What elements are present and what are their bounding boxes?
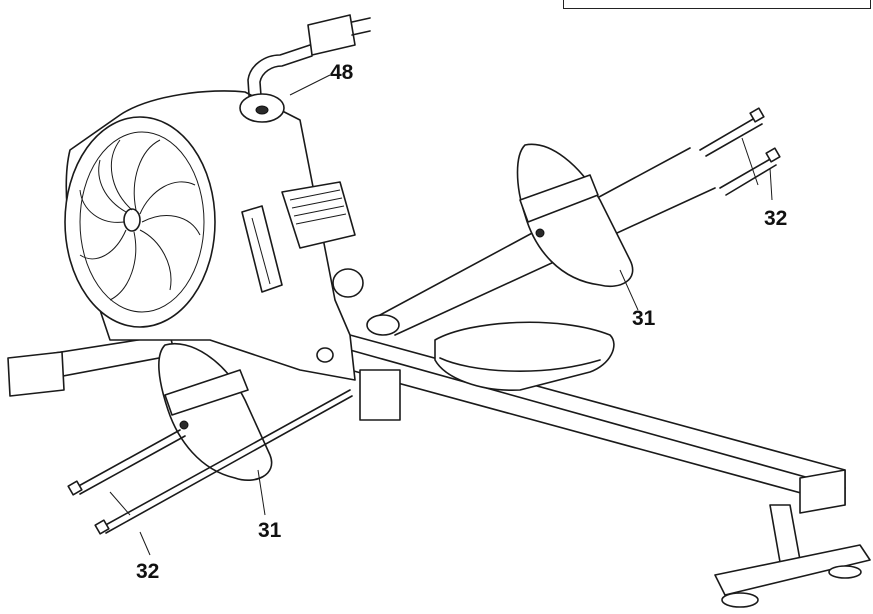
front-stabilizer (7, 334, 176, 397)
seat (359, 314, 615, 421)
footplate-left (158, 343, 273, 482)
callout-32-right: 32 (764, 207, 788, 230)
fan-housing (64, 90, 356, 381)
callout-48: 48 (330, 61, 354, 84)
console-panel (241, 181, 364, 363)
top-frame-box (563, 0, 871, 9)
footplate-right (516, 143, 634, 287)
pedal-axle-left (67, 389, 353, 556)
handle-bracket (239, 14, 371, 123)
leader-lines (257, 74, 639, 516)
fan-blades (79, 139, 201, 301)
rail-beam (349, 334, 871, 608)
callout-32-left: 32 (136, 560, 160, 583)
callout-31-right: 31 (632, 307, 656, 330)
callout-31-left: 31 (258, 519, 282, 542)
